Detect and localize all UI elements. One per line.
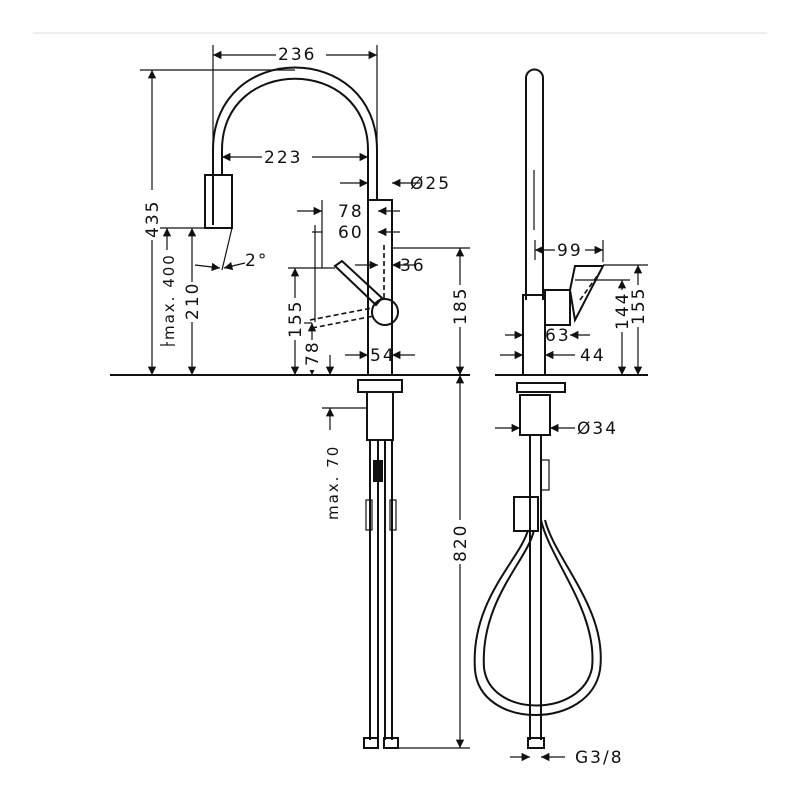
front-view-dimensions: 236 223 Ø25 78 60 36 435 max. 400 210 [140,44,471,749]
dim-60: 60 [338,223,364,243]
dim-144: 144 [613,292,633,330]
side-spout [525,68,544,300]
dim-36: 36 [400,256,426,276]
dim-diameter-25: Ø25 [410,174,451,194]
dim-angle-2deg: 2° [245,251,268,271]
dim-236: 236 [278,45,316,65]
dim-155: 155 [286,300,306,338]
dim-99: 99 [557,241,583,261]
side-body [522,294,546,376]
dim-435: 435 [143,200,163,238]
lever-handle [333,259,384,307]
side-lever [568,265,605,324]
dim-44: 44 [580,346,606,366]
side-view-dimensions: 99 144 155 63 44 Ø34 G3/8 [495,239,649,768]
spray-head [204,174,233,229]
dim-63: 63 [545,326,571,346]
dim-820: 820 [451,524,471,562]
lever-hub [371,298,399,326]
dim-diameter-34: Ø34 [577,419,618,439]
dim-223: 223 [264,148,302,168]
shank [366,391,394,441]
side-shank [519,394,551,436]
hose-weight [513,496,539,532]
dim-210: 210 [183,282,203,320]
dim-78: 78 [338,202,364,222]
dim-max-70: max. 70 [324,445,342,520]
dim-155-side: 155 [629,287,649,325]
dim-54: 54 [370,346,396,366]
dim-78-low: 78 [303,340,323,366]
dim-max-400: max. 400 [160,253,178,340]
side-view-faucet [473,68,648,749]
dim-185: 185 [451,287,471,325]
front-view-faucet [110,66,470,749]
dim-g3-8: G3/8 [575,748,624,768]
spout-outer [212,66,378,225]
